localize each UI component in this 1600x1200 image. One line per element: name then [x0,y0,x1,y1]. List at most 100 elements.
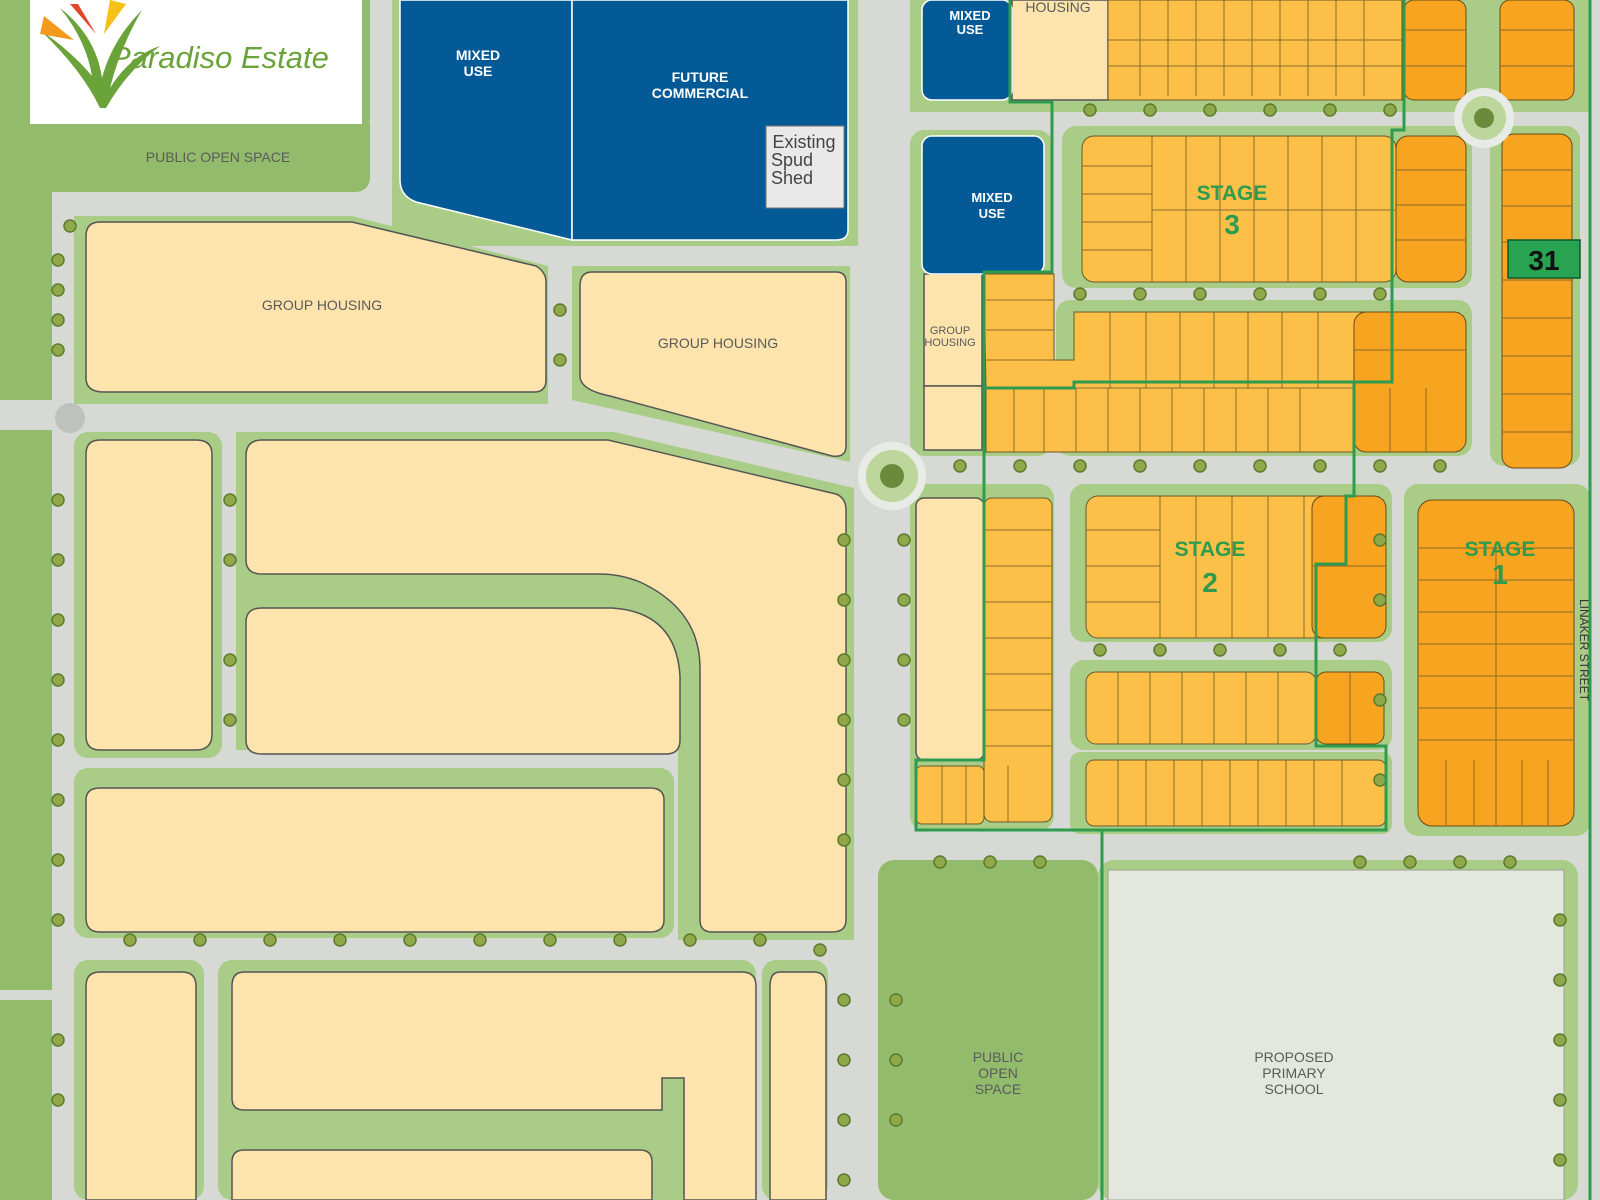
tree [51,553,65,567]
label-spud-shed-2: Spud [771,150,813,170]
tree [1253,287,1267,301]
tree [1323,103,1337,117]
tree [1373,533,1387,547]
tree [837,833,851,847]
tree [1373,593,1387,607]
boundary-stage3 [982,0,1406,390]
tree [1333,643,1347,657]
label-mixed-use-mid-2: USE [979,206,1006,221]
label-school-2: PRIMARY [1262,1065,1326,1081]
tree [837,1053,851,1067]
bird-of-paradise-icon [40,8,160,108]
tree [1013,459,1027,473]
tree [897,713,911,727]
tree [753,933,767,947]
lot-lines-stage3 [1082,136,1396,282]
spud-shed [765,125,845,209]
tree [1553,973,1567,987]
tree [51,793,65,807]
boundary-stage2 [914,382,1388,832]
logo-petal-yellow [104,0,126,34]
tree [837,653,851,667]
logo-mark [40,0,160,108]
lot-badge [1507,239,1581,279]
label-group-housing-3-2: HOUSING [924,337,975,349]
lot-stage2-left [915,497,985,761]
lot-group-housing-1 [85,221,547,393]
open-space-left-strip-2 [0,430,52,990]
tree [837,593,851,607]
dark-lots-right-strip [1501,133,1573,469]
tree [1193,459,1207,473]
dark-lots-ne-1 [1403,0,1467,101]
tree [63,219,77,233]
tree [1143,103,1157,117]
label-group-housing-2: GROUP HOUSING [658,335,778,351]
label-mixed-use-mid-1: MIXED [971,190,1012,205]
lot-block-bl [85,971,197,1200]
tree [1553,1153,1567,1167]
label-public-open-space-top: PUBLIC OPEN SPACE [146,149,290,165]
tree [543,933,557,947]
lot-group-housing-3 [923,273,983,387]
roundabout-ne-tree [1474,108,1494,128]
lot-housing-top [1011,0,1109,101]
label-future-commercial-2: COMMERCIAL [652,85,749,101]
label-group-housing-3-1: GROUP [930,325,970,337]
tree [51,343,65,357]
label-spud-shed-3: Shed [771,168,813,188]
tree [403,933,417,947]
tree [51,1093,65,1107]
tree [1373,459,1387,473]
tree [683,933,697,947]
tree [1313,287,1327,301]
stage3-number: 3 [1224,209,1240,240]
label-school-1: PROPOSED [1254,1049,1333,1065]
tree [813,943,827,957]
label-mixed-use-top-2: USE [957,22,984,37]
label-public-open-space-bottom-3: SPACE [975,1081,1021,1097]
label-mixed-use-top-1: MIXED [949,8,990,23]
lot-lines-stage3-top [1108,0,1402,96]
parcel-mixed-use-top [921,0,1013,101]
tree [1203,103,1217,117]
open-space-bottom [878,860,1098,1200]
tree [1353,855,1367,869]
tree [51,673,65,687]
tree [263,933,277,947]
tree [837,533,851,547]
tree [1093,643,1107,657]
dark-lots-stage3-right [1395,135,1467,283]
tree [473,933,487,947]
tree [1373,773,1387,787]
tree [1253,459,1267,473]
tree [1383,103,1397,117]
lot-block-row [85,787,665,933]
tree [333,933,347,947]
lot-lines [941,0,1574,826]
lot-block-bm [231,971,757,1200]
tree [51,493,65,507]
tree [223,713,237,727]
dark-lots-stage2 [1311,495,1387,639]
tree [837,993,851,1007]
label-mixed-use-large-1: MIXED [456,47,500,63]
tree [1133,459,1147,473]
lot-block-bm-2 [231,1149,653,1200]
lot-lines-stage2-bottom [941,760,1343,826]
tree [51,283,65,297]
tree [889,1113,903,1127]
logo-petal-red [70,4,96,34]
lot-group-housing-2 [579,271,847,458]
stage2-number: 2 [1202,567,1218,598]
logo-petal-orange [40,16,74,40]
label-housing-top: HOUSING [1025,0,1090,15]
tree [1373,287,1387,301]
logo-text: Paradiso Estate [110,40,329,75]
stage3-label: STAGE [1197,182,1268,205]
tree [1133,287,1147,301]
tree [1073,287,1087,301]
stage2-label: STAGE [1175,538,1246,561]
label-street: LINAKER STREET [1577,599,1591,702]
